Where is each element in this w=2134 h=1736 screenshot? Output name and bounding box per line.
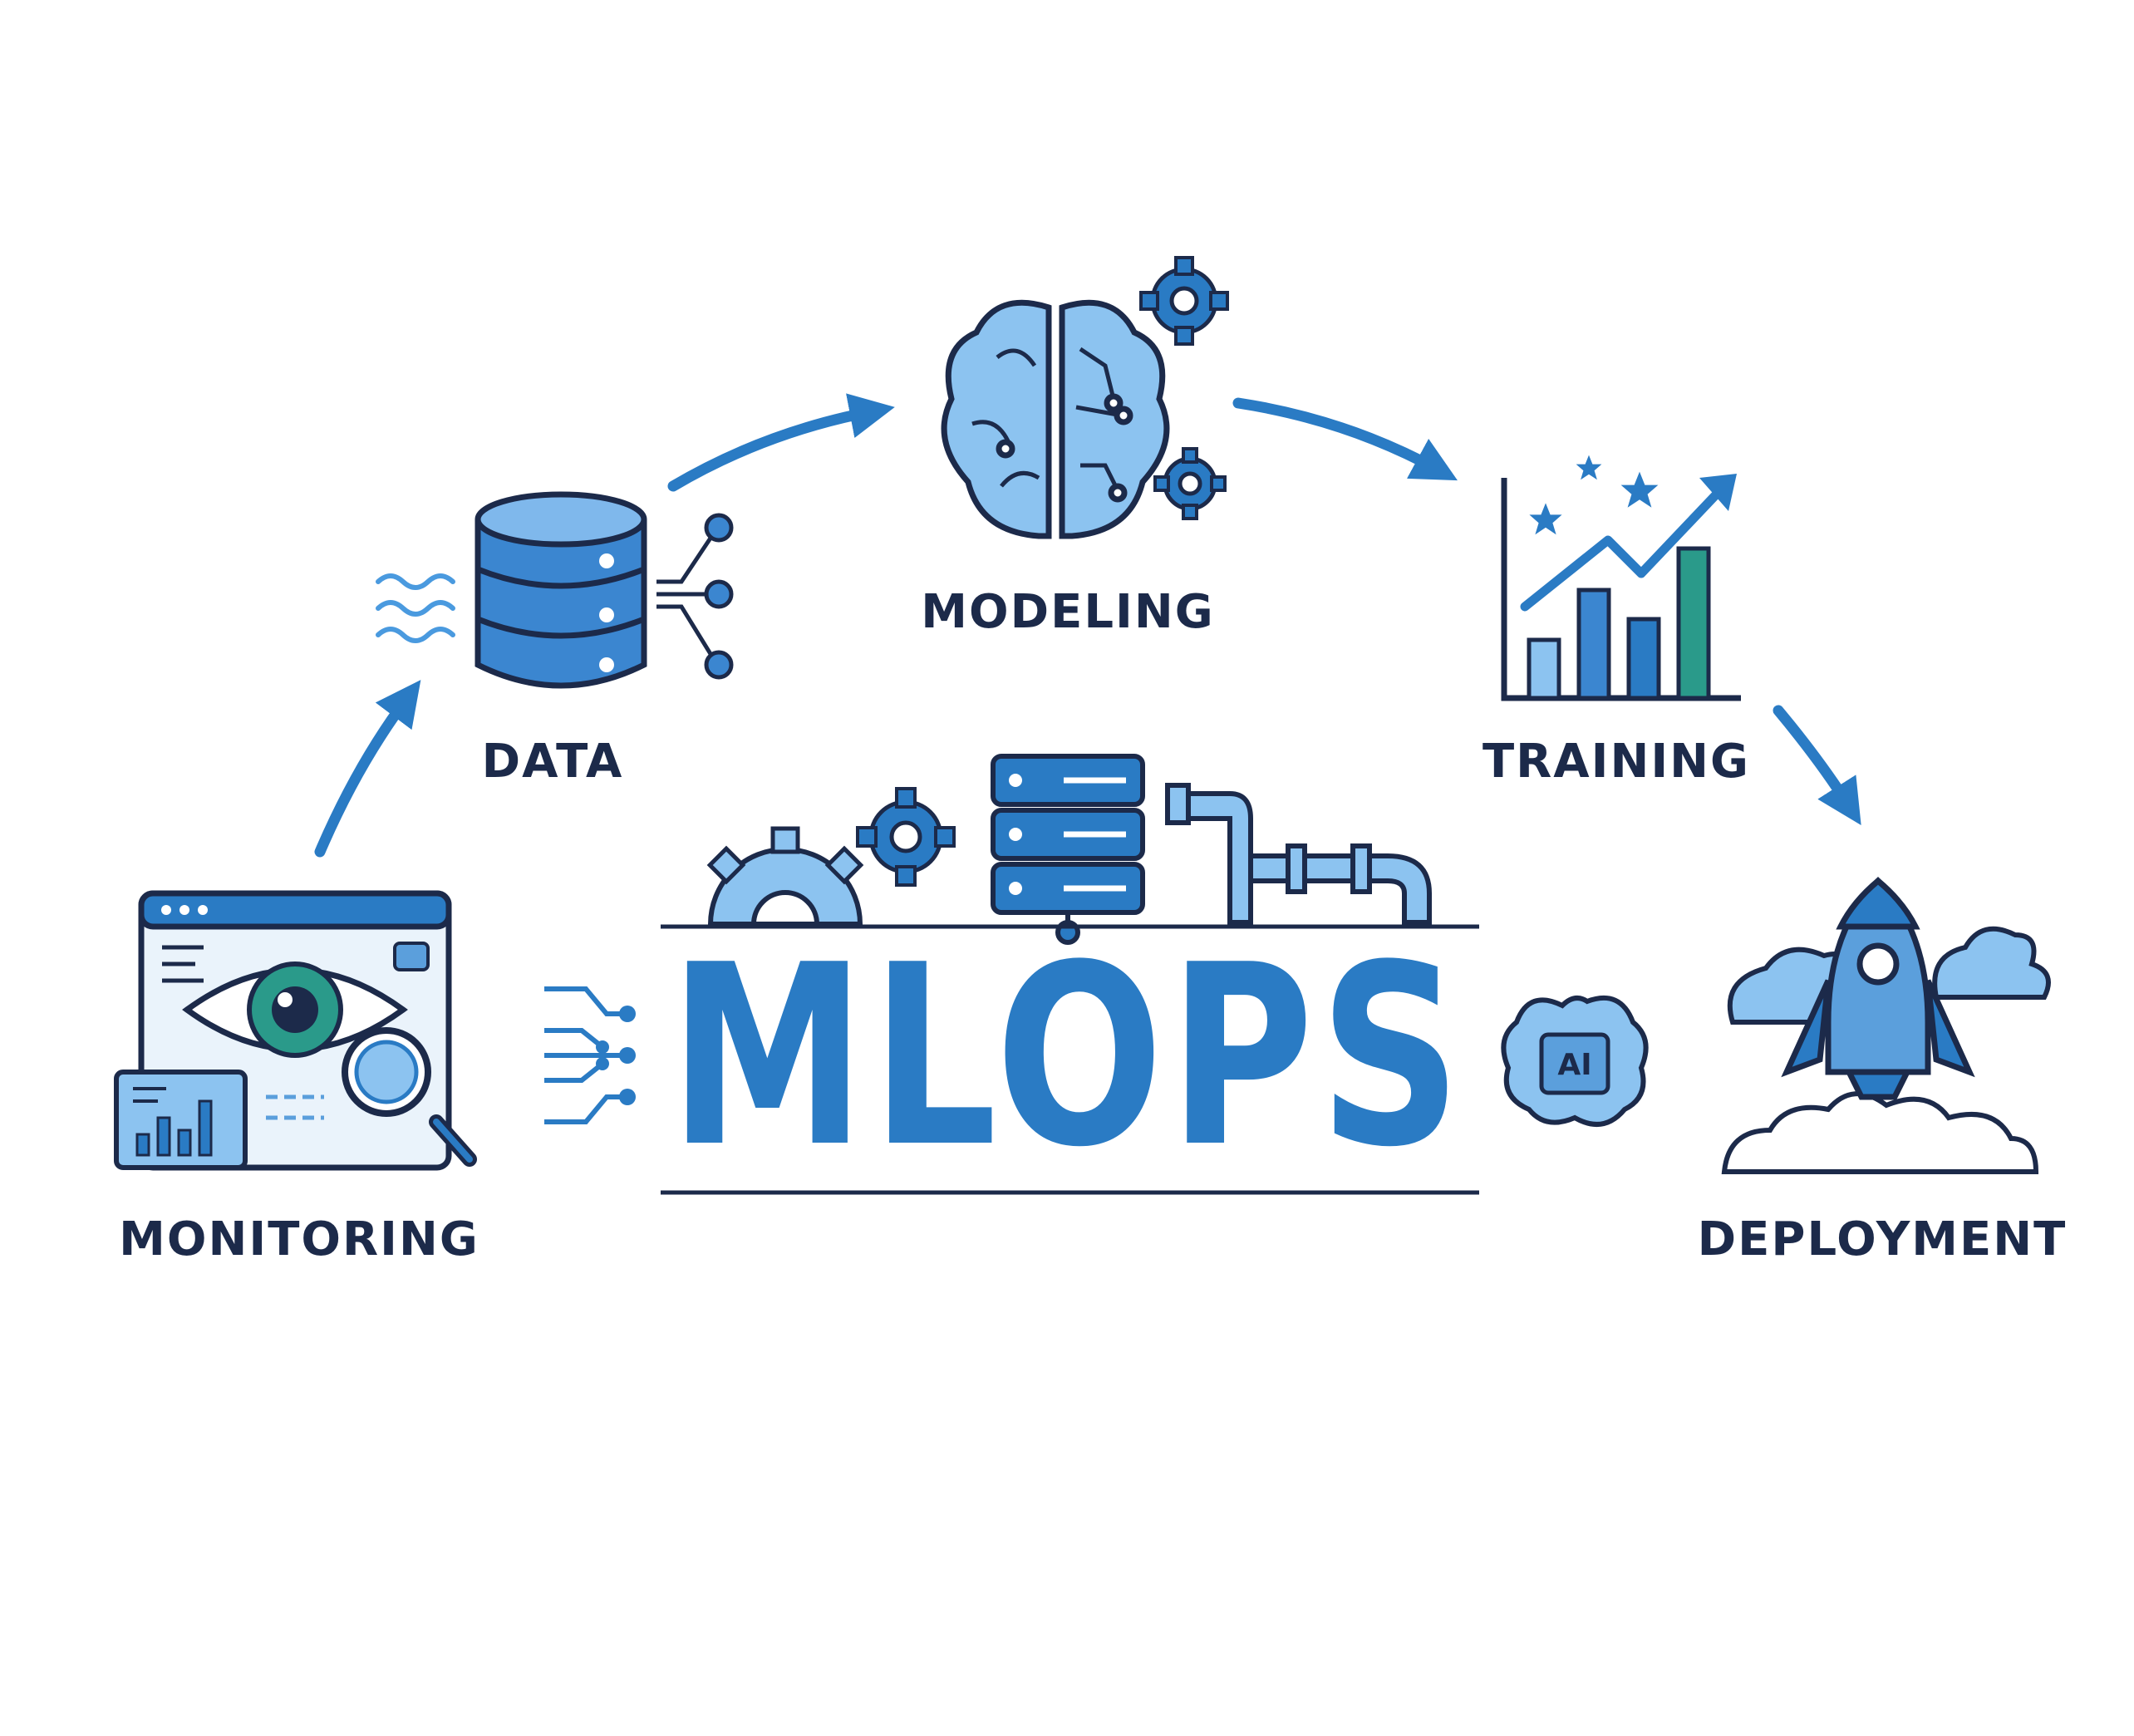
main-title: MLOPS [669,912,1467,1202]
arrow-monitoring-to-data [314,680,421,858]
stage-label-modeling: MODELING [921,585,1214,639]
stage-label-data: DATA [482,735,624,789]
ai-badge-text: AI [1557,1048,1591,1082]
arrow-training-to-deployment [1773,705,1861,826]
star-icon [1529,455,1659,535]
arrow-modeling-to-training [1232,397,1458,481]
bar-chart-icon [1501,474,1741,701]
stage-label-training: TRAINING [1482,735,1750,789]
magnifier-icon [342,1027,477,1167]
deployment-stage: DEPLOYMENT [1698,877,2068,1266]
flow-arrows [314,393,1861,858]
stage-label-monitoring: MONITORING [119,1212,479,1266]
server-icon [991,754,1145,945]
gear-icon [1153,447,1227,520]
gear-icon [706,826,864,927]
wave-lines-icon [376,573,455,643]
launch-smoke-icon [1721,1091,2039,1174]
center-block: MLOPS AI [544,754,1649,1202]
gear-icon [1139,256,1229,346]
training-stage: TRAINING [1482,455,1750,789]
data-connector-icon [656,513,734,680]
modeling-stage: MODELING [921,256,1229,639]
database-icon [474,491,647,689]
circuit-icon [544,986,636,1124]
gear-icon [856,787,956,887]
arrow-data-to-modeling [667,393,895,492]
pipe-icon [1165,783,1432,925]
mini-bar-chart-icon [114,1070,248,1170]
stage-label-deployment: DEPLOYMENT [1698,1212,2068,1266]
monitoring-stage: MONITORING [114,890,479,1266]
rocket-icon [1781,877,1975,1100]
ai-chip-icon: AI [1501,996,1649,1127]
data-stage: DATA [376,491,734,789]
brain-icon [941,299,1170,539]
